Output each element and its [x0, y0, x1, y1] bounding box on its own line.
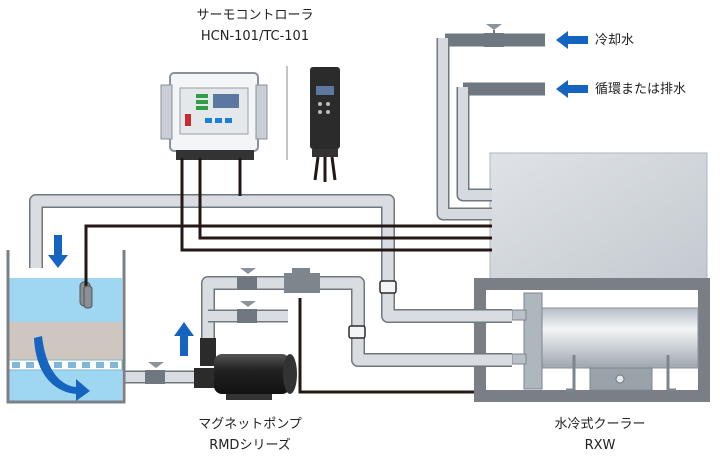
- discharge-valve-lower: [237, 309, 257, 323]
- controller-display: [316, 86, 334, 95]
- suction-pipe: [124, 362, 196, 384]
- arrow-up-icon: [174, 322, 194, 356]
- arrow-down-icon: [48, 235, 68, 268]
- controller-tc-101: [310, 67, 340, 157]
- pump-outlet: [200, 338, 216, 366]
- cylinder-flange: [523, 292, 543, 390]
- chiller-unit: [474, 152, 710, 402]
- heat-exchanger-cylinder: [539, 307, 699, 369]
- circulation-pipe: [456, 82, 545, 202]
- tank-sediment: [8, 322, 122, 360]
- chiller-name-label: 水冷式クーラー: [554, 417, 646, 432]
- pump-discharge-pipe: [201, 268, 512, 367]
- pump-inlet: [194, 368, 216, 388]
- cooling-water-pipe: [436, 24, 545, 221]
- controller-model-label: HCN-101/TC-101: [200, 29, 310, 44]
- controller-body: [310, 67, 340, 149]
- arrow-left-icon: [556, 80, 588, 98]
- tank-water: [8, 278, 122, 322]
- cooling-water-label: 冷却水: [595, 33, 635, 48]
- chiller-cabinet: [489, 152, 708, 289]
- pump-model-label: RMDシリーズ: [209, 438, 291, 453]
- controller-display: [213, 94, 239, 108]
- return-pipe: [29, 194, 512, 323]
- magnet-pump: [194, 338, 297, 400]
- cooling-water-valve: [484, 33, 504, 47]
- controller-hcn-101: [160, 72, 268, 160]
- discharge-valve-upper: [237, 276, 257, 290]
- curved-arrow-icon: [34, 336, 90, 401]
- suction-valve: [145, 370, 165, 384]
- pipe-union: [348, 325, 366, 339]
- pump-motor: [214, 354, 290, 394]
- pump-name-label: マグネットポンプ: [198, 417, 302, 432]
- control-cables: [84, 156, 492, 394]
- water-tank: [6, 250, 126, 404]
- pipe-union: [379, 280, 397, 294]
- chiller-model-label: RXW: [584, 438, 616, 453]
- arrow-left-icon: [556, 31, 588, 49]
- controller-name-label: サーモコントローラ: [196, 8, 314, 23]
- flow-arrows: [34, 31, 588, 401]
- circulation-label: 循環または排水: [595, 82, 687, 97]
